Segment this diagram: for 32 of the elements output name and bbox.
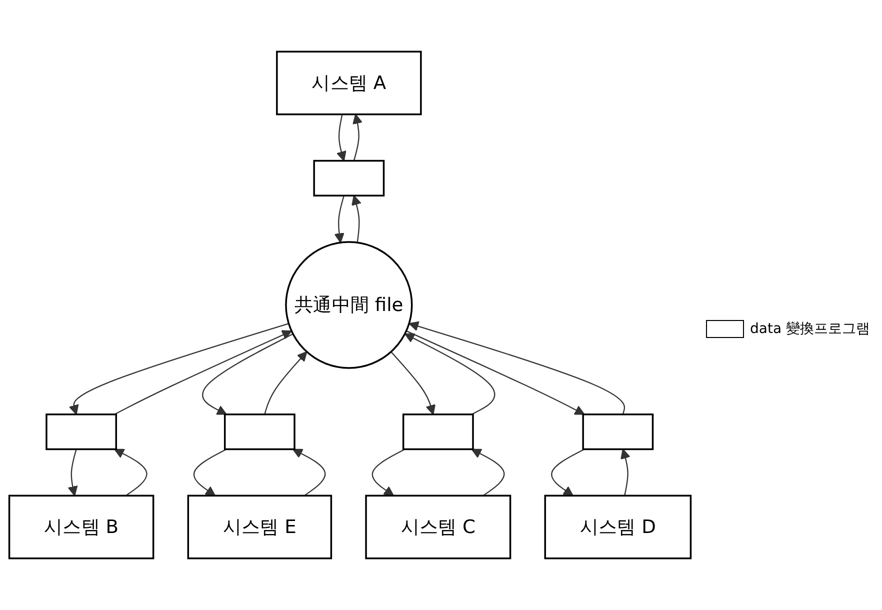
arrow [372,448,406,496]
node-box: 시스템 D [544,494,692,560]
arrow [292,448,326,496]
arrow [404,333,496,415]
arrow [68,449,78,496]
arrow [193,448,227,496]
arrow [352,114,363,161]
arrow [114,330,292,415]
node-box: 시스템 C [365,494,512,560]
arrow [471,448,505,496]
node-circle: 共通中間 file [285,241,413,369]
node-box: 시스템 E [187,494,332,560]
arrow [334,195,344,244]
node-box [224,414,296,450]
arrow [202,333,294,415]
node-box [313,160,385,196]
arrow [620,448,630,496]
node-box: 시스템 A [276,50,422,116]
node-box: 시스템 B [8,494,154,560]
node-box [402,414,474,450]
arrow [551,448,585,496]
arrow [408,321,626,415]
node-box [582,414,654,450]
node-box [46,414,117,450]
arrow [264,351,308,415]
arrow [68,323,289,415]
arrow [390,351,436,415]
arrow [114,448,148,496]
arrow [406,330,585,415]
arrow [336,114,346,162]
arrow [352,195,362,243]
legend-text: data 變換프로그램 [750,321,870,337]
